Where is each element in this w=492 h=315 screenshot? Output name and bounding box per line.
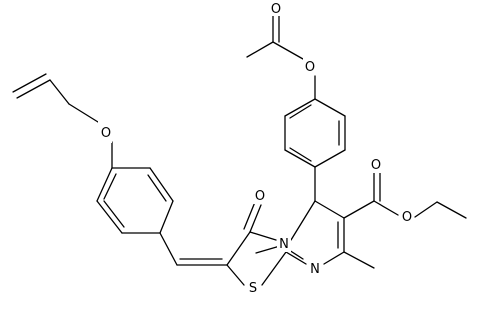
bond-allyl-ch-ch2: [16, 79, 51, 99]
bond-allyl-ch2-ch: [49, 79, 70, 105]
atom-s-ring: S: [249, 281, 257, 296]
bond-methine-aryl: [159, 232, 178, 266]
bond-ester-o-ch2: [414, 201, 438, 218]
bond-lines: [12, 13, 467, 286]
atom-o-acetyl-ester: O: [305, 60, 315, 75]
bond-left-ring-inner-3: [103, 173, 117, 200]
bond-c3-o-double: [243, 201, 256, 230]
bond-left-ring-1: [159, 200, 174, 234]
bond-c3-o: [249, 204, 262, 233]
bond-c3-c2: [226, 231, 251, 266]
bond-left-ring-5: [96, 200, 123, 234]
bond-upper-ring-4: [284, 149, 316, 168]
atom-labels: O O O O O O N N S: [98, 0, 414, 296]
bond-s1-c8a: [261, 251, 287, 286]
bond-allyl-ch-ch2-double: [12, 73, 47, 93]
bond-ethyl-ch2-ch3: [436, 201, 467, 219]
atom-o-acetyl-carbonyl: O: [271, 2, 281, 17]
bond-left-ring-inner-1: [147, 174, 167, 202]
atom-o-ring-carbonyl: O: [255, 189, 265, 204]
bond-left-ring-2: [149, 167, 174, 202]
bond-left-ring-inner-2: [103, 200, 125, 228]
atom-o-ester-carbonyl: O: [371, 158, 381, 173]
bond-upper-ring-1: [314, 98, 346, 117]
bond-c6-ester-c: [343, 200, 375, 219]
atom-n-ring-lower: N: [310, 262, 320, 277]
bond-n8-c8a: [285, 251, 307, 265]
bond-n4-c8a: [255, 245, 281, 254]
bond-c5-n4: [290, 200, 316, 241]
bond-allyloxy-o-ch2: [68, 103, 99, 123]
bond-left-ring-4: [96, 167, 113, 202]
bond-c2-s1: [226, 264, 245, 286]
atom-n-ring: N: [279, 237, 289, 252]
bond-upper-ring-inner-3: [289, 104, 312, 119]
bond-n4-c3: [249, 231, 277, 241]
bond-acetyl-c-o: [272, 41, 304, 60]
bond-upper-ring-3: [314, 149, 346, 168]
atom-o-ester-alkoxy: O: [402, 210, 412, 225]
bond-upper-ring-6: [284, 98, 316, 117]
bond-n8-c8a-double: [288, 249, 304, 260]
bond-acetyl-methyl: [246, 41, 274, 58]
atom-o-allyloxy: O: [101, 126, 111, 141]
bond-c7-n8: [323, 251, 345, 265]
bond-c7-methyl: [343, 251, 375, 269]
bond-c5-c6: [314, 200, 345, 219]
bond-ester-c-o: [373, 200, 399, 216]
bond-upper-ring-inner-2: [289, 147, 312, 162]
